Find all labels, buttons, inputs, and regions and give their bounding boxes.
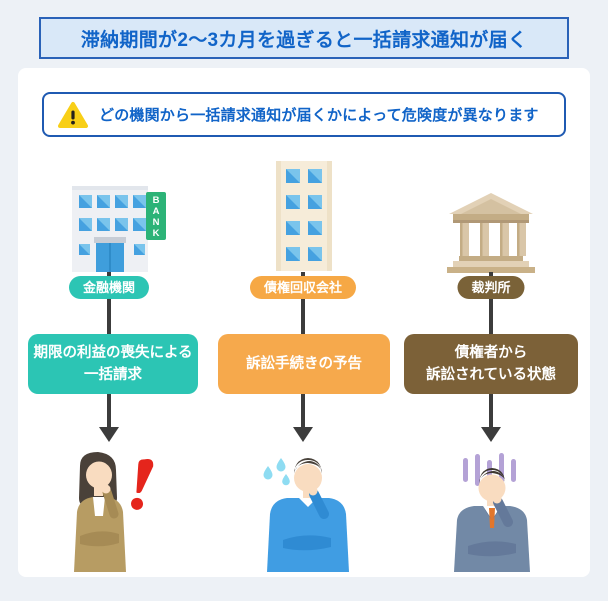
page-title: 滞納期間が2〜3カ月を過ぎると一括請求通知が届く — [39, 17, 569, 59]
result-text-line: 債権者から — [454, 344, 528, 361]
label-court: 裁判所 — [457, 276, 525, 299]
result-box-court: 債権者から 訴訟されている状態 — [404, 334, 578, 394]
label-debt-collection-company: 債権回収会社 — [249, 276, 357, 299]
arrow-down-icon — [99, 427, 119, 442]
warning-banner: どの機関から一括請求通知が届くかによって危険度が異なります — [42, 92, 566, 137]
man-anxious-illustration — [263, 458, 349, 572]
bank-building-icon: B A N K — [72, 186, 166, 272]
result-text-line: 一括請求 — [84, 367, 142, 383]
warning-icon — [58, 101, 88, 128]
result-text-line: 訴訟されている状態 — [425, 367, 557, 383]
man-depressed-illustration — [454, 453, 530, 572]
courthouse-icon — [447, 193, 535, 273]
warning-text: どの機関から一括請求通知が届くかによって危険度が異なります — [99, 107, 539, 124]
result-text-line: 期限の利益の喪失による — [33, 344, 193, 361]
woman-shocked-illustration — [74, 452, 154, 572]
exclamation-icon — [131, 459, 154, 510]
label-financial-institution: 金融機関 — [68, 276, 150, 299]
sweat-drops-icon — [263, 458, 290, 486]
result-box-bank: 期限の利益の喪失による 一括請求 — [28, 334, 198, 394]
svg-text:N: N — [153, 217, 160, 228]
page-title-text: 滞納期間が2〜3カ月を過ぎると一括請求通知が届く — [80, 29, 528, 51]
arrow-down-icon — [481, 427, 501, 442]
svg-text:K: K — [153, 228, 160, 239]
svg-text:B: B — [153, 195, 160, 206]
office-building-icon — [276, 161, 332, 271]
result-box-collection: 訴訟手続きの予告 — [218, 334, 390, 394]
arrow-down-icon — [293, 427, 313, 442]
svg-text:A: A — [153, 206, 160, 217]
result-text-line: 訴訟手続きの予告 — [246, 355, 362, 372]
